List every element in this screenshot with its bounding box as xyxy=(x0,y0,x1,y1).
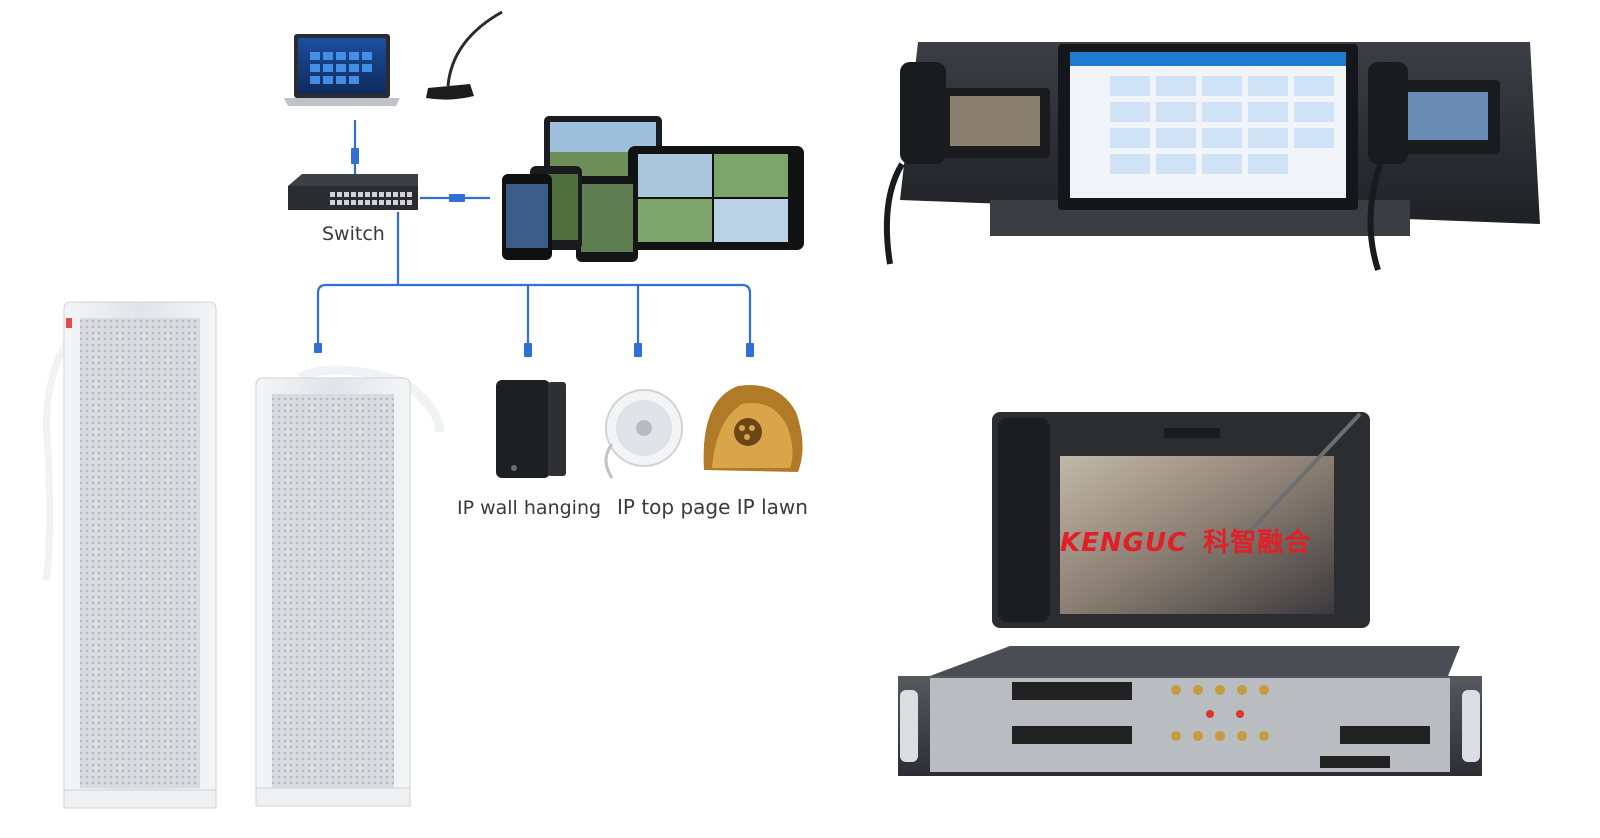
brand-logo: KENGUC 科智融合 xyxy=(1060,522,1311,559)
mobile-devices-icon xyxy=(502,116,804,262)
wall-hanging-label: IP wall hanging xyxy=(457,497,602,519)
dispatch-console xyxy=(883,42,1540,271)
laptop-icon xyxy=(284,34,400,106)
switch-label: Switch xyxy=(322,223,385,245)
column-speaker-right xyxy=(255,365,445,807)
wall-speaker-icon xyxy=(496,380,566,478)
column-speaker-left xyxy=(42,301,217,809)
rj45-connectors xyxy=(314,148,754,357)
microphone-icon xyxy=(426,10,503,100)
lawn-speaker-icon xyxy=(703,385,803,472)
brand-logo-text: KENGUC xyxy=(1060,528,1188,558)
top-page-lawn-label: IP top page IP lawn xyxy=(617,495,808,519)
video-terminal xyxy=(992,412,1370,628)
network-switch-icon xyxy=(288,174,418,210)
brand-logo-cn: 科智融合 xyxy=(1203,528,1312,558)
rack-server xyxy=(898,646,1482,776)
network-cables xyxy=(316,120,752,348)
ceiling-speaker-icon xyxy=(604,389,683,479)
